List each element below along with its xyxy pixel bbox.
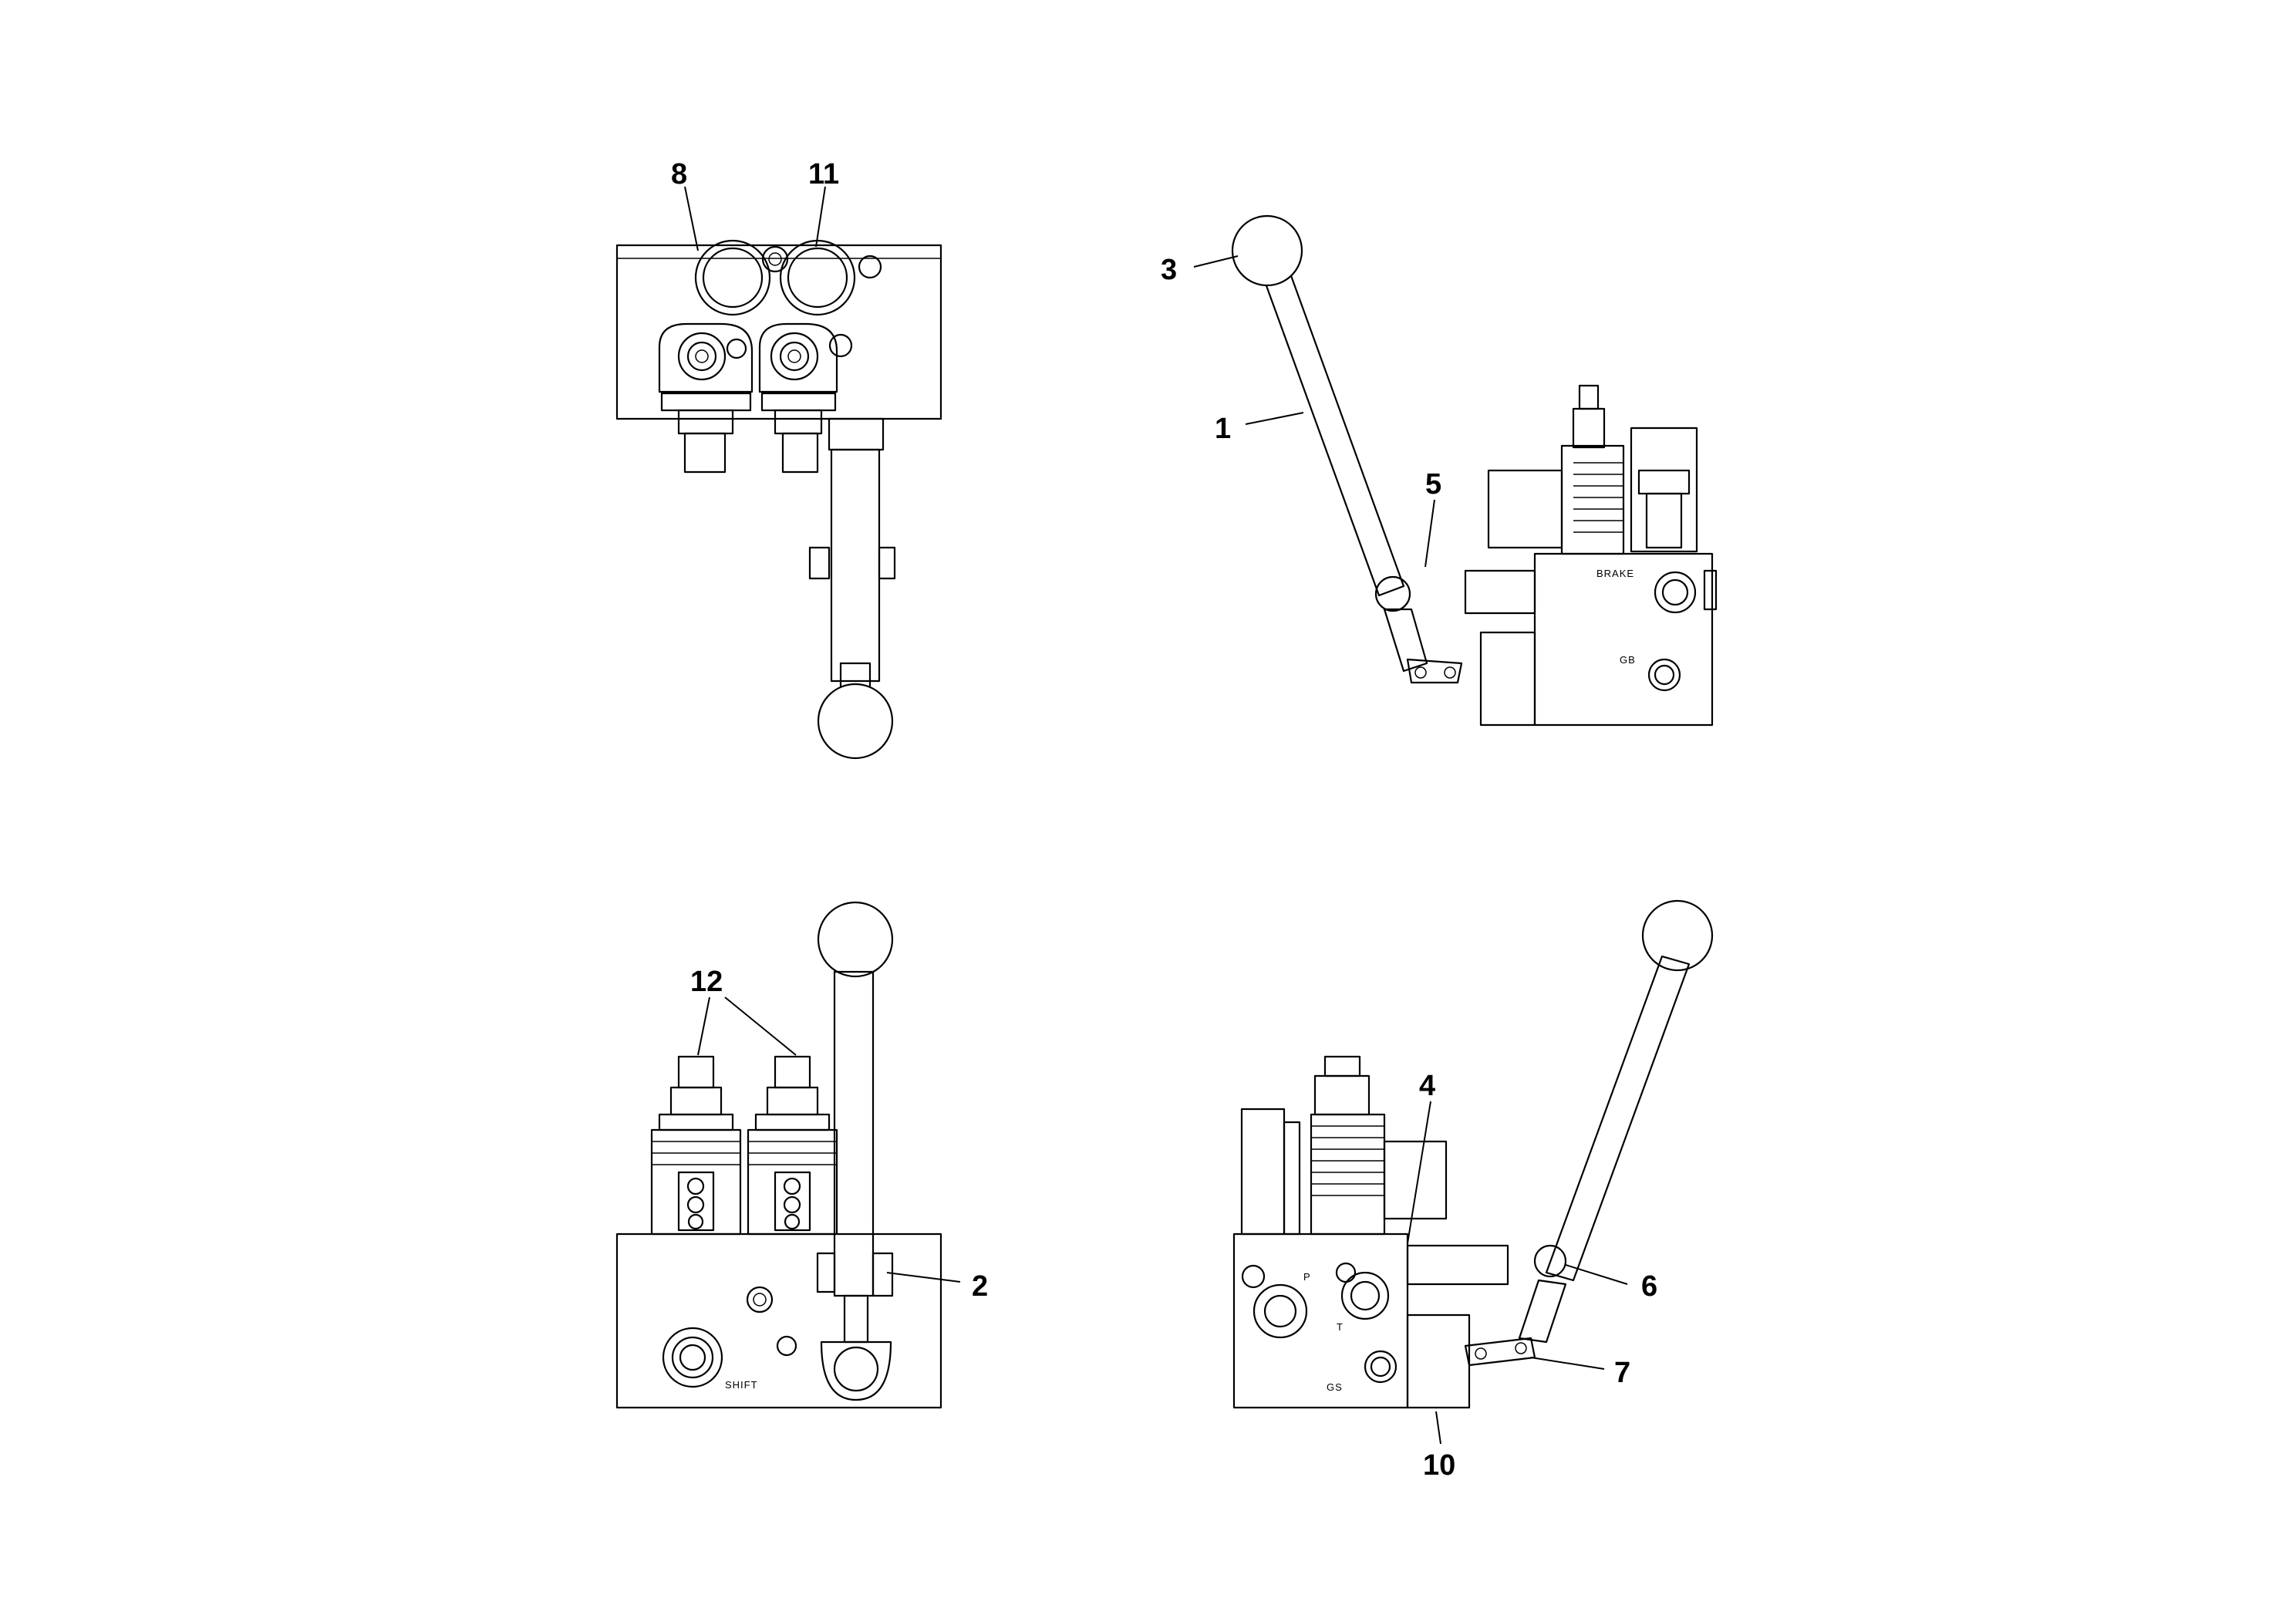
callout-7: 7 bbox=[1530, 1357, 1630, 1389]
valve-body bbox=[1533, 552, 1714, 727]
hand-lever bbox=[1464, 899, 1714, 1367]
shift-port bbox=[662, 1327, 723, 1388]
view-bottom-right: P T GS bbox=[1232, 899, 1714, 1409]
view-bottom-left: SHIFT bbox=[615, 901, 942, 1409]
svg-text:11: 11 bbox=[808, 158, 839, 191]
brake-port-label: BRAKE bbox=[1596, 568, 1634, 579]
gb-port-label: GB bbox=[1620, 654, 1636, 666]
lever-knob bbox=[817, 901, 894, 978]
pivot-pin bbox=[1533, 1244, 1567, 1278]
hand-lever bbox=[808, 417, 896, 760]
svg-text:3: 3 bbox=[1161, 254, 1177, 286]
view-top-left bbox=[615, 239, 942, 760]
callout-3: 3 bbox=[1161, 254, 1239, 286]
callout-11: 11 bbox=[808, 158, 839, 248]
callout-10: 10 bbox=[1423, 1411, 1455, 1482]
svg-text:7: 7 bbox=[1614, 1357, 1630, 1389]
solenoid-top bbox=[1240, 1055, 1448, 1236]
gs-port bbox=[1364, 1350, 1397, 1384]
solenoid-coil-left bbox=[650, 1055, 742, 1236]
solenoid-top bbox=[1487, 384, 1698, 555]
view-top-right: BRAKE GB bbox=[1231, 214, 1718, 727]
svg-text:4: 4 bbox=[1419, 1070, 1435, 1102]
cartridge-cap-11 bbox=[779, 239, 856, 316]
shift-port-label: SHIFT bbox=[725, 1379, 758, 1391]
valve-body bbox=[615, 244, 942, 420]
svg-text:2: 2 bbox=[972, 1270, 988, 1303]
callout-4: 4 bbox=[1407, 1070, 1435, 1244]
callout-12: 12 bbox=[690, 966, 797, 1056]
hand-lever bbox=[816, 901, 894, 1401]
solenoid-right bbox=[758, 322, 853, 474]
t-port-label: T bbox=[1337, 1321, 1344, 1333]
cartridge-cap-8 bbox=[694, 239, 771, 316]
p-port-label: P bbox=[1303, 1271, 1311, 1283]
gs-port-label: GS bbox=[1327, 1381, 1343, 1393]
svg-text:10: 10 bbox=[1423, 1449, 1455, 1482]
gb-port bbox=[1647, 658, 1681, 692]
solenoid-coil-right bbox=[747, 1055, 838, 1236]
svg-text:5: 5 bbox=[1425, 468, 1441, 501]
callout-1: 1 bbox=[1215, 412, 1304, 445]
svg-text:1: 1 bbox=[1215, 413, 1231, 445]
lever-knob bbox=[1231, 214, 1303, 287]
svg-text:12: 12 bbox=[690, 966, 723, 998]
lever-knob bbox=[1641, 899, 1714, 972]
callout-8: 8 bbox=[671, 158, 699, 251]
p-port bbox=[1253, 1283, 1308, 1339]
callout-6: 6 bbox=[1565, 1264, 1657, 1303]
svg-text:6: 6 bbox=[1641, 1270, 1657, 1303]
callout-5: 5 bbox=[1424, 468, 1441, 568]
lever-knob bbox=[817, 683, 894, 760]
t-port bbox=[1340, 1271, 1390, 1320]
hand-lever bbox=[1231, 214, 1463, 684]
brake-port bbox=[1654, 571, 1697, 614]
callout-2: 2 bbox=[886, 1270, 988, 1303]
solenoid-left bbox=[658, 322, 754, 474]
svg-text:8: 8 bbox=[671, 158, 687, 191]
